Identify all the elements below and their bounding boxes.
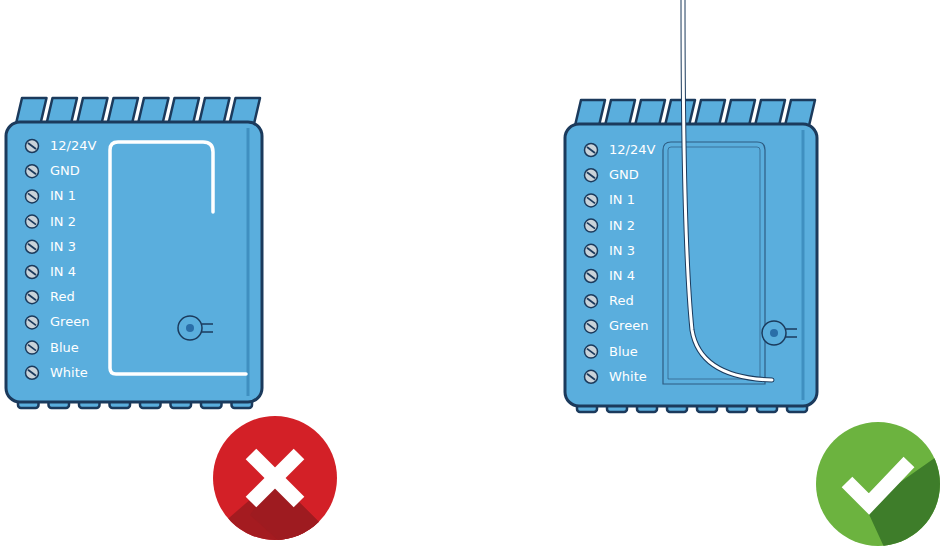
pin-label: IN 3 bbox=[50, 239, 76, 255]
terminal-screw bbox=[26, 341, 39, 354]
terminal-screw bbox=[585, 219, 598, 232]
terminal-screw bbox=[585, 295, 598, 308]
pin-label: Green bbox=[50, 314, 89, 330]
pin-label: GND bbox=[50, 163, 80, 179]
antenna-wire-outline bbox=[683, 0, 772, 380]
housing-edge bbox=[802, 130, 805, 400]
screw-slot bbox=[28, 319, 36, 325]
pin-label: IN 4 bbox=[50, 264, 76, 280]
pin-label: Red bbox=[609, 293, 634, 309]
terminal-screw bbox=[585, 370, 598, 383]
terminal-screw bbox=[26, 291, 39, 304]
pin-label: IN 3 bbox=[609, 243, 635, 259]
correct-badge bbox=[816, 422, 946, 556]
screw-slot bbox=[587, 374, 595, 380]
device-housing-node: 12/24V GND IN 1 IN 2 IN 3 IN 4 RedGreenBlueWhi… bbox=[6, 122, 262, 402]
pin-label: 12/24V bbox=[609, 142, 655, 158]
screw-slot bbox=[28, 193, 36, 199]
terminal-screw bbox=[585, 169, 598, 182]
screw-slot bbox=[28, 370, 36, 376]
device-housing-node: 12/24V GND IN 1 IN 2 IN 3 IN 4 RedGreenBlueWhi… bbox=[565, 124, 817, 406]
terminal-screw bbox=[585, 194, 598, 207]
terminal-screw bbox=[585, 144, 598, 157]
pin-label: 12/24V bbox=[50, 138, 96, 154]
screw-slot bbox=[587, 273, 595, 279]
terminal-screw bbox=[26, 266, 39, 279]
pin-label: Red bbox=[50, 289, 75, 305]
screw-slot bbox=[587, 172, 595, 178]
device-housing bbox=[6, 122, 262, 402]
terminal-screw bbox=[585, 270, 598, 283]
housing-edge bbox=[247, 128, 250, 396]
pin-label: IN 1 bbox=[609, 192, 635, 208]
antenna-groove bbox=[663, 142, 765, 384]
screw-slot bbox=[587, 349, 595, 355]
terminal-screw bbox=[585, 244, 598, 257]
screw-slot bbox=[28, 269, 36, 275]
screw-slot bbox=[28, 345, 36, 351]
device-housing bbox=[565, 124, 817, 406]
terminal-screw bbox=[26, 316, 39, 329]
screw-slot bbox=[587, 248, 595, 254]
screw-slot bbox=[587, 298, 595, 304]
wrong-badge bbox=[200, 416, 340, 556]
terminal-screws bbox=[26, 140, 598, 384]
pin-label: Blue bbox=[50, 340, 79, 356]
terminal-screw bbox=[26, 366, 39, 379]
pin-label: Blue bbox=[609, 344, 638, 360]
terminal-screw bbox=[585, 345, 598, 358]
terminal-screw bbox=[26, 215, 39, 228]
terminal-screw bbox=[26, 240, 39, 253]
terminal-screw bbox=[26, 190, 39, 203]
screw-slot bbox=[587, 323, 595, 329]
pin-label: IN 2 bbox=[609, 218, 635, 234]
terminal-screw bbox=[26, 140, 39, 153]
screw-slot bbox=[28, 244, 36, 250]
screw-slot bbox=[28, 294, 36, 300]
antenna-wire bbox=[683, 0, 772, 380]
screw-slot bbox=[28, 168, 36, 174]
pin-label: IN 4 bbox=[609, 268, 635, 284]
pin-label: White bbox=[50, 365, 88, 381]
pin-label: White bbox=[609, 369, 647, 385]
pin-label: IN 1 bbox=[50, 188, 76, 204]
terminal-screw bbox=[26, 165, 39, 178]
pin-label: IN 2 bbox=[50, 214, 76, 230]
screw-slot bbox=[587, 147, 595, 153]
pin-label: Green bbox=[609, 318, 648, 334]
terminal-screw bbox=[585, 320, 598, 333]
screw-slot bbox=[28, 143, 36, 149]
antenna-groove bbox=[668, 147, 760, 379]
pin-label: GND bbox=[609, 167, 639, 183]
screw-slot bbox=[587, 223, 595, 229]
screw-slot bbox=[587, 197, 595, 203]
antenna-terminal bbox=[178, 316, 213, 340]
antenna-terminal bbox=[762, 321, 797, 345]
screw-slot bbox=[28, 219, 36, 225]
antenna-wire bbox=[110, 142, 246, 374]
